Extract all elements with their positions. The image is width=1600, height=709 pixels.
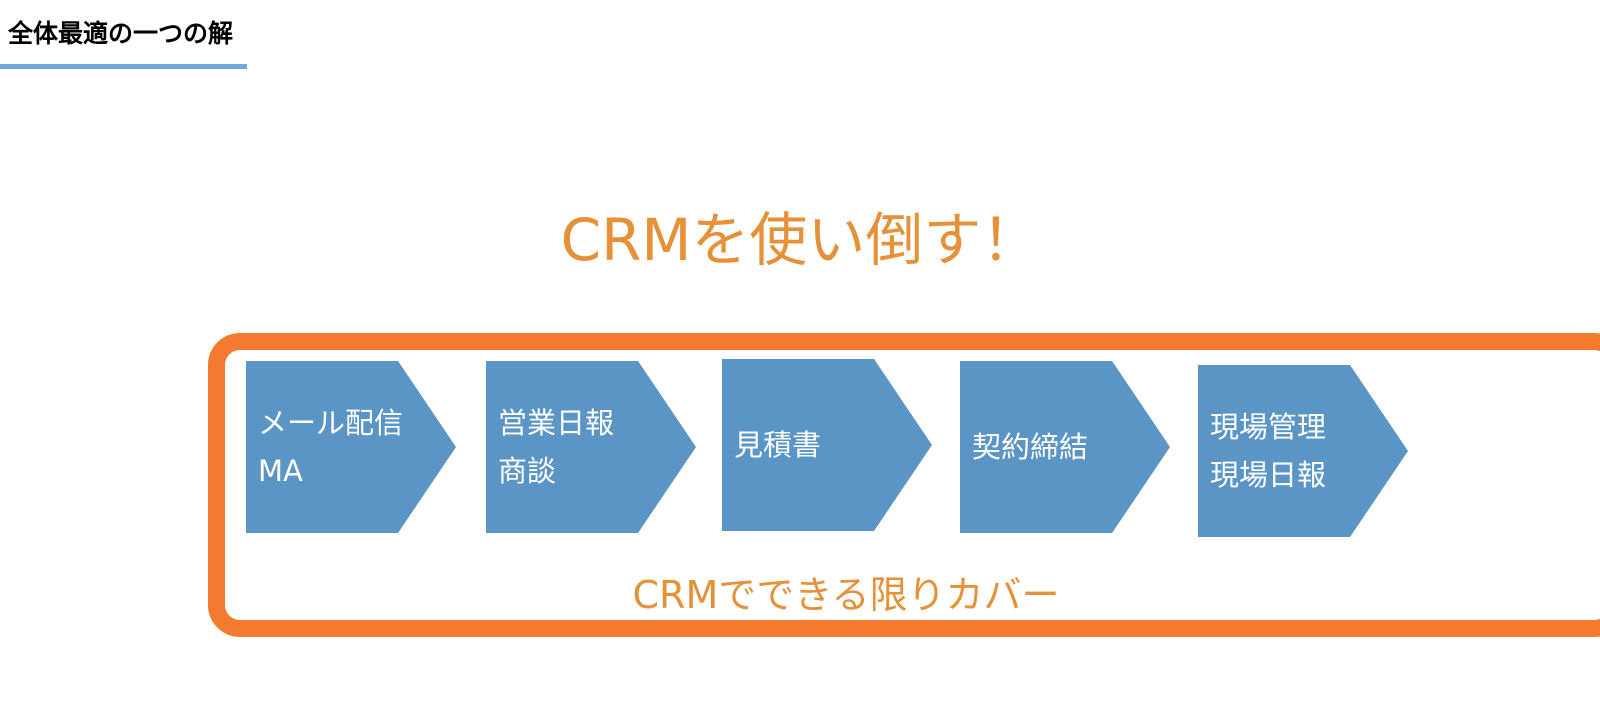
- step-sublabel: MA: [258, 454, 303, 488]
- step-label: 見積書: [734, 428, 822, 462]
- step-sublabel: 現場日報: [1210, 458, 1327, 492]
- headline: CRMを使い倒す！: [560, 206, 1040, 274]
- step-sublabel: 商談: [498, 454, 557, 488]
- title-underline: [0, 64, 247, 69]
- process-step-sales-report: 営業日報 商談: [486, 361, 696, 533]
- coverage-label: CRMでできる限りカバー: [632, 573, 1060, 617]
- step-label: 契約締結: [972, 430, 1089, 464]
- step-label: 営業日報: [498, 406, 615, 440]
- page-title: 全体最適の一つの解: [8, 19, 234, 48]
- step-label: 現場管理: [1210, 410, 1327, 444]
- step-label: メール配信: [258, 406, 404, 440]
